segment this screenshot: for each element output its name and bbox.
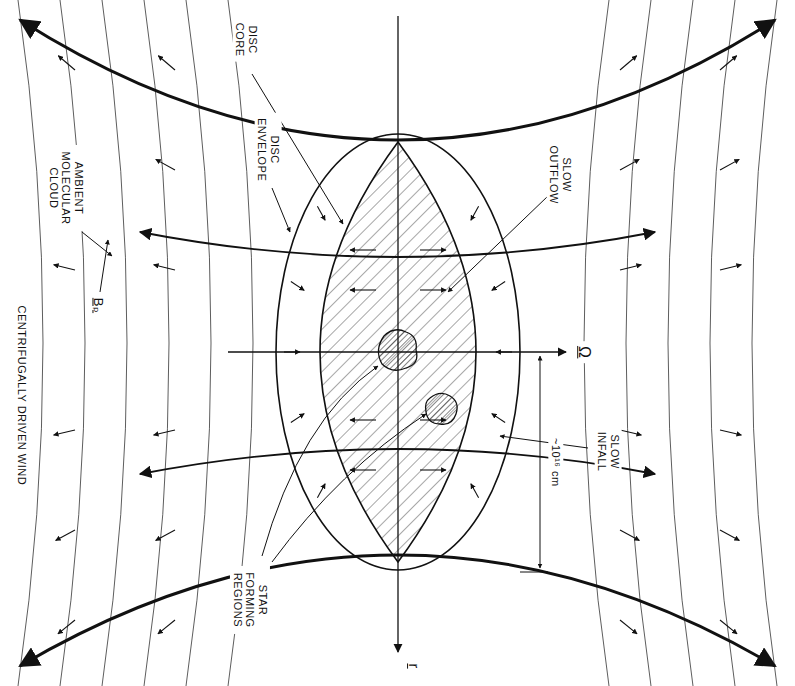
ambient-field-line bbox=[60, 0, 85, 686]
infall-arrow bbox=[471, 484, 479, 498]
flow-arrows bbox=[284, 206, 512, 497]
infall-arrow bbox=[492, 282, 505, 291]
star-forming-region bbox=[378, 330, 416, 371]
wind-arrow bbox=[54, 430, 75, 435]
wind-arrow bbox=[620, 159, 639, 170]
extension-line bbox=[520, 572, 548, 573]
region-label: DISC ENVELOPE bbox=[254, 113, 281, 187]
wind-arrow bbox=[154, 430, 175, 435]
wind-arrow bbox=[720, 265, 741, 270]
wind-arrow bbox=[158, 56, 175, 70]
outflow-arrow bbox=[420, 289, 446, 290]
ambient-field-line bbox=[144, 0, 169, 686]
wind-arrow bbox=[720, 530, 739, 540]
ambient-field-lines bbox=[18, 0, 777, 686]
wind-arrow bbox=[156, 159, 175, 170]
wind-arrow bbox=[620, 430, 641, 435]
wind-arrow bbox=[154, 265, 175, 270]
wind-arrow bbox=[56, 530, 75, 540]
flow-label: SLOW OUTFLOW bbox=[546, 143, 573, 207]
wind-arrow bbox=[620, 620, 637, 634]
infall-arrow bbox=[317, 484, 325, 498]
wind-arrow bbox=[720, 56, 737, 70]
wind-arrow bbox=[720, 620, 737, 634]
wind-arrow bbox=[720, 159, 739, 170]
leader-line bbox=[272, 188, 290, 232]
infall-arrow bbox=[291, 282, 304, 291]
infall-arrow bbox=[284, 351, 300, 352]
flow-label: SLOW INFALL bbox=[594, 422, 621, 482]
infall-arrow bbox=[496, 351, 512, 352]
leader-line bbox=[262, 366, 378, 556]
rotation-symbol: Ω bbox=[574, 341, 594, 363]
outflow-arrow bbox=[350, 249, 376, 250]
outflow-arrow bbox=[350, 289, 376, 290]
leader-line bbox=[500, 436, 588, 448]
ambient-field-line bbox=[752, 0, 777, 686]
size-dimension bbox=[520, 356, 548, 572]
leader-line bbox=[272, 414, 426, 562]
infall-arrow bbox=[317, 206, 325, 220]
ambient-field-line bbox=[626, 0, 651, 686]
infall-arrow bbox=[291, 414, 304, 423]
region-label: CENTRIFUGALLY DRIVEN WIND bbox=[15, 273, 30, 517]
wind-arrow bbox=[54, 265, 75, 270]
ambient-field-line bbox=[102, 0, 127, 686]
wind-arrow bbox=[720, 430, 741, 435]
leader-lines bbox=[82, 74, 588, 562]
ambient-field-line bbox=[710, 0, 735, 686]
outflow-arrow bbox=[420, 249, 446, 250]
ambient-field-line bbox=[668, 0, 693, 686]
leader-line bbox=[252, 74, 343, 224]
leader-line bbox=[448, 196, 548, 292]
region-label: STAR FORMING REGIONS bbox=[230, 566, 270, 634]
wind-arrow bbox=[620, 530, 639, 540]
wind-arrow bbox=[620, 265, 641, 270]
wind-arrow bbox=[58, 56, 75, 70]
region-label: DISC CORE bbox=[232, 18, 259, 62]
wind-arrow bbox=[58, 620, 75, 634]
infall-arrow bbox=[471, 206, 479, 220]
outflow-arrow bbox=[420, 469, 446, 470]
infall-arrow bbox=[492, 414, 505, 423]
dimension-label: ~10¹⁶ cm bbox=[549, 420, 564, 504]
outflow-arrow bbox=[350, 419, 376, 420]
wind-arrow bbox=[620, 56, 637, 70]
wind-arrow bbox=[158, 620, 175, 634]
leader-line bbox=[100, 240, 108, 292]
axis-symbol: r bbox=[405, 657, 423, 675]
star-forming-region bbox=[426, 393, 458, 424]
field-symbol: Bₚ bbox=[90, 293, 107, 317]
wind-arrow bbox=[156, 530, 175, 540]
dimension-line bbox=[540, 356, 541, 568]
region-label: AMBIENT MOLECULAR CLOUD bbox=[46, 145, 86, 231]
